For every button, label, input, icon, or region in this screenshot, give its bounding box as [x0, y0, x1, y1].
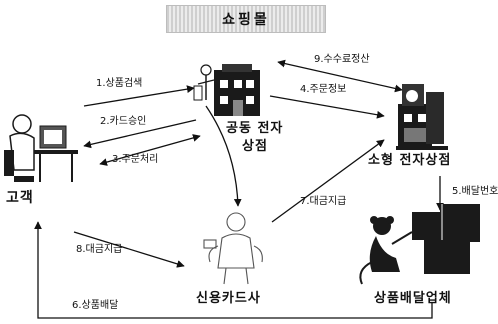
edge-3-arrow [99, 134, 201, 166]
small-store-building-icon [396, 84, 448, 150]
edge-3-label: 3.주문처리 [112, 154, 159, 165]
edge-1-arrow [83, 85, 195, 107]
customer-label: 고객 [6, 190, 34, 206]
delivery-company-label: 상품배달업체 [374, 291, 452, 306]
edge-4-arrow [269, 95, 385, 119]
shopping-mall-building-icon [193, 64, 260, 116]
edge-6-arrow [34, 221, 433, 319]
edge-9-arrow [277, 59, 403, 93]
edge-4-label: 4.주문정보 [300, 84, 347, 95]
edge-9-label: 9.수수료정산 [314, 54, 370, 65]
edge-7-arrow [271, 139, 385, 223]
card-company-label: 신용카드사 [196, 291, 261, 306]
edge-7-label: 7.대금지급 [300, 196, 347, 207]
edge-8-arrow [73, 231, 185, 268]
page-title: 쇼핑몰 [166, 5, 326, 33]
edge-2-label: 2.카드승인 [100, 116, 147, 127]
mall-label-line2: 상점 [242, 139, 268, 154]
customer-at-computer-icon [4, 114, 78, 182]
edge-5-label: 5.배달번호 [452, 186, 498, 197]
card-company-person-icon [203, 212, 263, 285]
mall-label-line1: 공동 전자 [226, 121, 284, 136]
delivery-boxes-icon [359, 204, 480, 285]
edge-8-label: 8.대금지급 [76, 244, 123, 255]
edge-mall-to-card-arrow [205, 105, 242, 207]
small-store-label: 소형 전자상점 [368, 153, 452, 168]
edge-1-label: 1.상품검색 [96, 78, 143, 89]
edge-6-label: 6.상품배달 [72, 300, 119, 311]
